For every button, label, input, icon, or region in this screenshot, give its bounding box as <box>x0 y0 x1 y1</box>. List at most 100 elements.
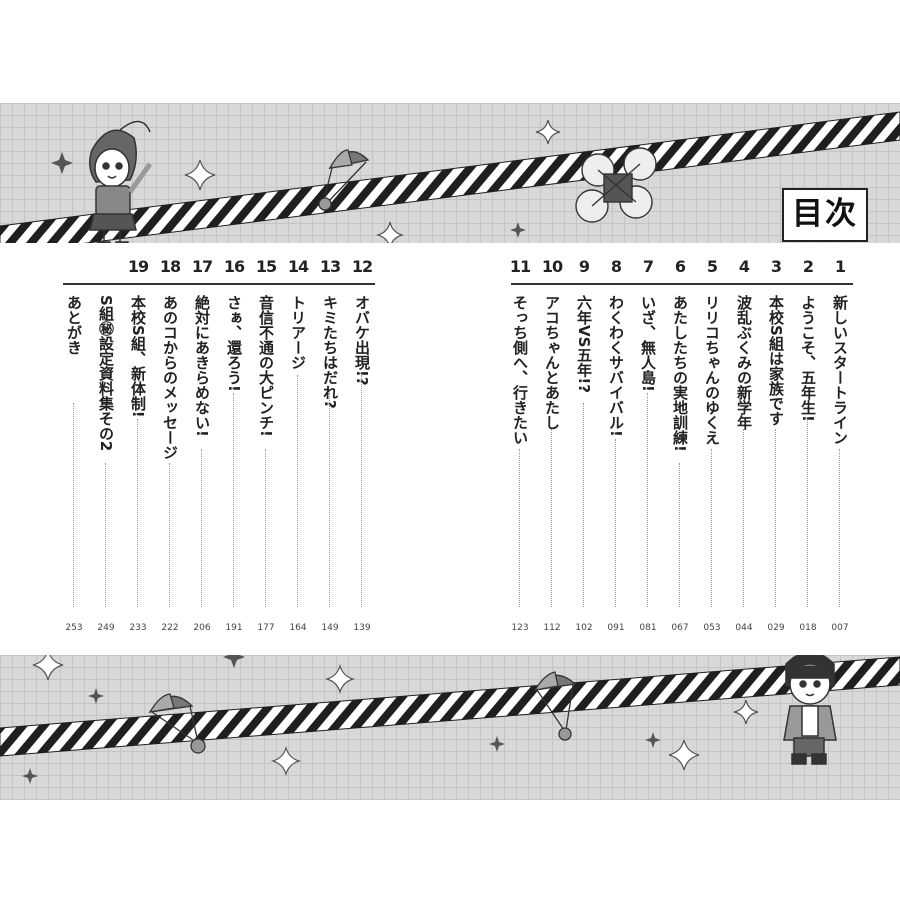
leader-dots <box>169 463 170 607</box>
chapter-title: わくわくサバイバル! <box>607 295 625 437</box>
page-number: 053 <box>703 623 721 633</box>
sparkle-icon <box>668 739 700 771</box>
toc-entry: 7 いざ、無人島! 081 <box>635 243 661 633</box>
sparkle-icon <box>645 732 661 748</box>
page-number: 249 <box>97 623 115 633</box>
sparkle-icon <box>88 688 104 704</box>
chapter-title: さぁ、還ろう! <box>225 295 243 392</box>
page-number: 191 <box>225 623 243 633</box>
leader-dots <box>73 403 74 607</box>
toc-entry: 18 あのコからのメッセージ 222 <box>157 243 183 633</box>
sparkle-icon <box>184 159 216 191</box>
chapter-number: 10 <box>541 257 563 276</box>
page-number: 149 <box>321 623 339 633</box>
chapter-title: ようこそ、五年生! <box>799 295 817 422</box>
chapter-number: 13 <box>319 257 341 276</box>
page-number: 139 <box>353 623 371 633</box>
page-number: 102 <box>575 623 593 633</box>
toc-entry: 1 新しいスタートライン 007 <box>827 243 853 633</box>
leader-dots <box>807 419 808 607</box>
page-number: 007 <box>831 623 849 633</box>
page-number: 081 <box>639 623 657 633</box>
toc-entry: 16 さぁ、還ろう! 191 <box>221 243 247 633</box>
sparkle-icon <box>489 736 505 752</box>
chapter-title: そっち側へ、行きたい <box>511 295 529 445</box>
toc-title-box: 目次 <box>782 188 868 242</box>
chapter-title: 本校S組、新体制! <box>129 295 147 418</box>
toc-entry: 2 ようこそ、五年生! 018 <box>795 243 821 633</box>
chapter-number: 16 <box>223 257 245 276</box>
sparkle-icon <box>22 768 38 784</box>
chapter-number: 14 <box>287 257 309 276</box>
sparkle-icon <box>51 152 73 174</box>
chapter-number: 9 <box>578 257 590 276</box>
top-hazard-stripe <box>0 111 900 255</box>
page-number: 177 <box>257 623 275 633</box>
chapter-title: いざ、無人島! <box>639 295 657 392</box>
chapter-title: リリコちゃんのゆくえ <box>703 295 721 445</box>
page-number: 123 <box>511 623 529 633</box>
leader-dots <box>105 463 106 607</box>
chapter-number: 7 <box>642 257 654 276</box>
bottom-hazard-stripe <box>0 656 900 757</box>
chapter-number: 1 <box>834 257 846 276</box>
toc-entry: 15 音信不通の大ピンチ! 177 <box>253 243 279 633</box>
chapter-number: 4 <box>738 257 750 276</box>
parachute-icon <box>533 671 577 741</box>
leader-dots <box>233 393 234 607</box>
page-number: 091 <box>607 623 625 633</box>
girl-character-illustration <box>89 120 153 251</box>
leader-dots <box>583 403 584 607</box>
chapter-title: 波乱ぶくみの新学年 <box>735 295 753 430</box>
toc-right-page: 1 新しいスタートライン 007 2 ようこそ、五年生! 018 3 本校S組は家族です 0… <box>510 243 853 655</box>
leader-dots <box>679 463 680 607</box>
toc-content-area: 1 新しいスタートライン 007 2 ようこそ、五年生! 018 3 本校S組は家族です 0… <box>0 243 900 655</box>
chapter-title: アコちゃんとあたし <box>543 295 561 430</box>
chapter-number: 12 <box>351 257 373 276</box>
page-number: 253 <box>65 623 83 633</box>
chapter-title: あのコからのメッセージ <box>161 295 179 460</box>
page-title: 目次 <box>792 196 858 232</box>
chapter-title: 音信不通の大ピンチ! <box>257 295 275 437</box>
sparkle-icon <box>223 646 245 668</box>
leader-dots <box>329 393 330 607</box>
chapter-number: 15 <box>255 257 277 276</box>
page-number: 164 <box>289 623 307 633</box>
toc-entry: 11 そっち側へ、行きたい 123 <box>507 243 533 633</box>
sparkle-icon <box>324 663 356 695</box>
page-number: 222 <box>161 623 179 633</box>
chapter-title: 本校S組は家族です <box>767 295 785 426</box>
chapter-number: 18 <box>159 257 181 276</box>
leader-dots <box>615 439 616 607</box>
chapter-number: 11 <box>509 257 531 276</box>
page-number: 029 <box>767 623 785 633</box>
leader-dots <box>519 449 520 607</box>
sparkle-icon <box>535 119 561 145</box>
boy-character-illustration <box>783 651 837 765</box>
leader-dots <box>711 449 712 607</box>
leader-dots <box>137 419 138 607</box>
chapter-number: 3 <box>770 257 782 276</box>
chapter-number: 8 <box>610 257 622 276</box>
chapter-number: 2 <box>802 257 814 276</box>
page-number: 018 <box>799 623 817 633</box>
toc-header-rule <box>511 283 853 285</box>
sparkle-icon <box>733 699 759 725</box>
leader-dots <box>551 429 552 607</box>
parachute-icon <box>148 693 206 754</box>
leader-dots <box>201 449 202 607</box>
chapter-title: 新しいスタートライン <box>831 295 849 445</box>
chapter-title: あとがき <box>65 295 83 355</box>
leader-dots <box>297 375 298 607</box>
leader-dots <box>775 429 776 607</box>
chapter-title: トリアージ <box>289 295 307 370</box>
sparkle-icon <box>510 222 526 238</box>
